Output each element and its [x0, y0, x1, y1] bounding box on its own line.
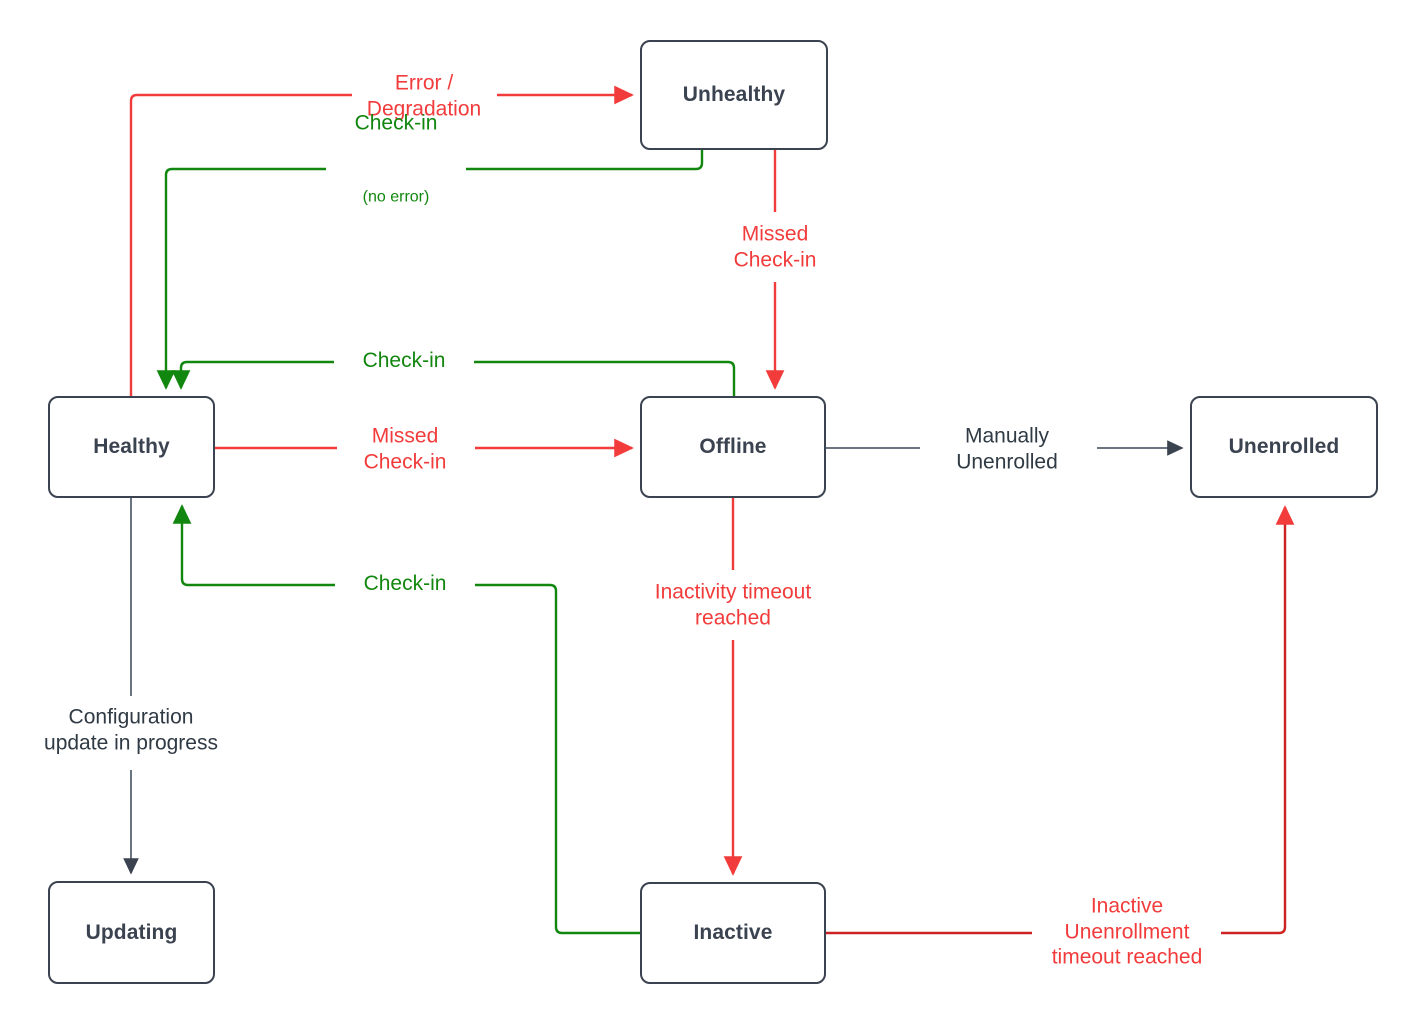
edge-healthy-to-unhealthy — [129, 93, 352, 396]
node-offline[interactable]: Offline — [640, 396, 826, 498]
edge-unhealthy-to-healthy-head — [156, 167, 326, 390]
node-unenrolled[interactable]: Unenrolled — [1190, 396, 1378, 498]
node-inactive[interactable]: Inactive — [640, 882, 826, 984]
edge-inactive-to-healthy-head — [172, 504, 335, 587]
node-updating[interactable]: Updating — [48, 881, 215, 984]
edge-offline-to-healthy — [474, 360, 736, 396]
node-offline-label: Offline — [699, 435, 767, 458]
node-inactive-label: Inactive — [693, 921, 773, 944]
node-unenrolled-label: Unenrolled — [1228, 435, 1340, 458]
node-healthy[interactable]: Healthy — [48, 396, 215, 498]
edge-unhealthy-to-healthy — [466, 150, 704, 171]
node-healthy-label: Healthy — [93, 435, 170, 458]
edge-offline-to-healthy-head — [171, 360, 334, 390]
node-unhealthy-label: Unhealthy — [682, 83, 786, 106]
edge-inactive-to-unenrolled-head — [1221, 505, 1295, 935]
edge-inactive-to-healthy — [475, 583, 640, 935]
node-updating-label: Updating — [85, 920, 178, 944]
node-unhealthy[interactable]: Unhealthy — [640, 40, 828, 150]
